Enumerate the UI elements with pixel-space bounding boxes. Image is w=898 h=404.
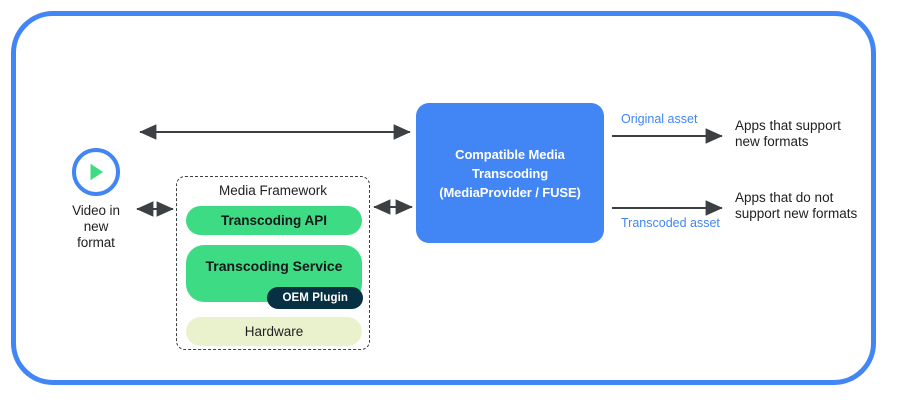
transcoded-asset-edge-label: Transcoded asset [621,216,720,230]
apps-support-new-formats-label: Apps that support new formats [735,118,841,150]
video-source-caption: Video in new format [47,203,145,251]
video-caption-line-2: new [83,219,109,234]
apps-no-support-new-formats-label: Apps that do not support new formats [735,190,857,222]
apps-support-line-1: Apps that support [735,118,841,133]
play-circle-icon [72,148,120,196]
cmt-line-2: Transcoding [471,165,549,181]
cmt-text-group: Compatible Media Transcoding (MediaProvi… [439,145,581,202]
cmt-line-3: (MediaProvider / FUSE) [439,184,581,200]
apps-no-support-line-1: Apps that do not [735,190,834,205]
transcoding-api-block: Transcoding API [186,206,362,235]
apps-support-line-2: new formats [735,134,809,149]
transcoding-service-label: Transcoding Service [205,258,343,274]
original-asset-edge-label: Original asset [621,112,698,126]
video-caption-line-3: format [77,235,115,250]
media-framework-title: Media Framework [218,183,328,198]
transcoding-service-block: Transcoding Service OEM Plugin [186,245,363,309]
media-framework-stack: Transcoding API Transcoding Service OEM … [186,206,363,346]
media-framework-container: Media Framework Transcoding API Transcod… [176,176,370,350]
play-triangle-icon [90,163,103,181]
video-source-group: Video in new format [47,148,145,251]
hardware-block: Hardware [186,317,362,346]
oem-plugin-badge: OEM Plugin [267,287,363,309]
cmt-line-1: Compatible Media [455,146,565,162]
diagram-outer-frame [11,11,876,385]
video-caption-line-1: Video in [72,203,120,218]
apps-no-support-line-2: support new formats [735,206,858,221]
compatible-media-transcoding-box: Compatible Media Transcoding (MediaProvi… [416,103,604,243]
